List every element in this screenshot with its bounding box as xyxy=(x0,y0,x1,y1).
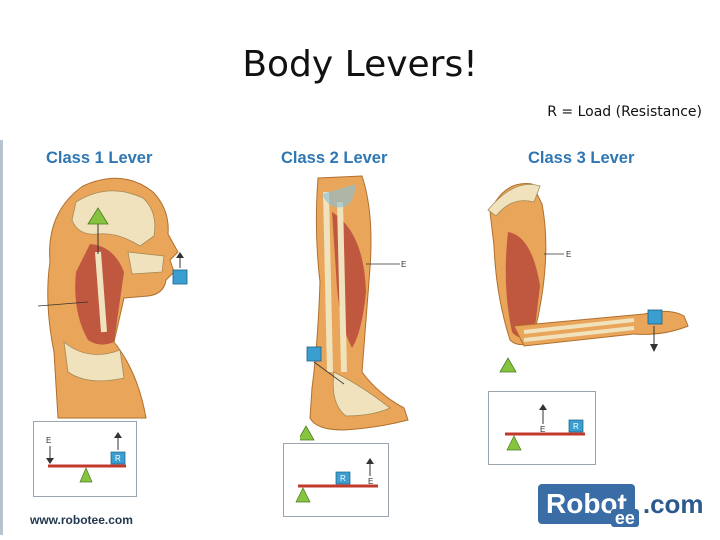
brand-name: Robot ee xyxy=(538,484,639,527)
effort-arrow xyxy=(366,458,374,464)
fulcrum-marker xyxy=(499,357,517,373)
resistance-marker xyxy=(110,451,126,465)
legend-note: R = Load (Resistance) xyxy=(547,104,702,120)
leg-foot-illustration: E xyxy=(300,175,409,441)
class-1-lever-diagram: E R xyxy=(33,421,137,497)
class-3-lever-diagram: E R xyxy=(488,391,596,465)
fulcrum-marker xyxy=(79,467,93,483)
head-neck-illustration xyxy=(37,177,188,419)
resistance-marker xyxy=(335,471,351,485)
effort-label: E xyxy=(566,250,571,259)
brand-logo: Robot ee .com xyxy=(538,484,704,527)
effort-arrow xyxy=(46,458,54,464)
resistance-marker xyxy=(306,346,322,362)
illustration-panel xyxy=(0,140,720,535)
brand-suffix: ee xyxy=(610,509,639,527)
resistance-marker xyxy=(172,269,188,285)
fulcrum-marker xyxy=(87,207,109,225)
effort-label: E xyxy=(46,436,51,445)
fulcrum-marker xyxy=(506,435,522,451)
slide-title: Body Levers! xyxy=(242,44,478,85)
fulcrum-marker xyxy=(300,425,315,441)
fulcrum-marker xyxy=(295,487,311,503)
arm-illustration: E xyxy=(487,183,689,373)
effort-label: E xyxy=(401,260,406,269)
brand-tld: .com xyxy=(642,488,704,519)
resistance-marker xyxy=(647,309,663,325)
resistance-label: R xyxy=(573,422,579,431)
effort-arrow xyxy=(539,404,547,410)
class-2-label: Class 2 Lever xyxy=(281,149,388,167)
class-2-lever-diagram: R E xyxy=(283,443,389,517)
resistance-label: R xyxy=(115,454,121,463)
resistance-marker xyxy=(568,419,584,433)
resistance-label: R xyxy=(340,474,346,483)
source-credit: www.robotee.com xyxy=(30,513,133,527)
effort-label: E xyxy=(368,477,373,486)
class-3-label: Class 3 Lever xyxy=(528,149,635,167)
effort-label: E xyxy=(540,425,545,434)
class-1-label: Class 1 Lever xyxy=(46,149,153,167)
